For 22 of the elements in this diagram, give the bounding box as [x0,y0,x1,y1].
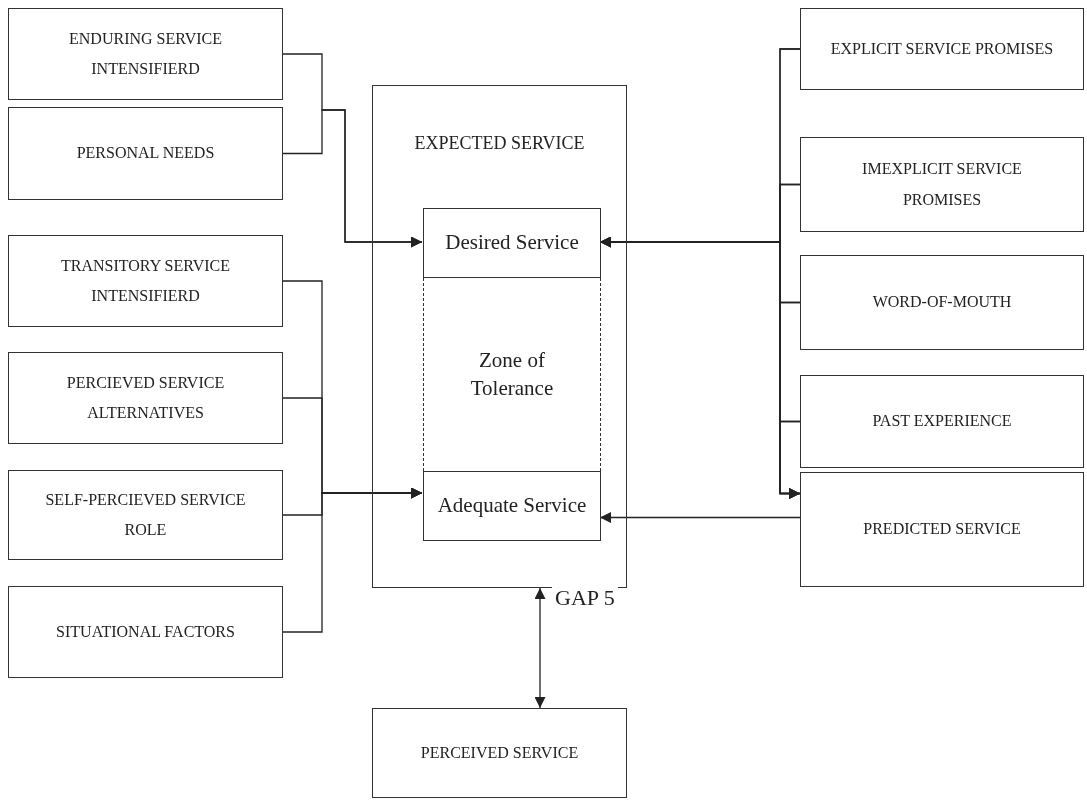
factor-box: SELF-PERCIEVED SERVICE ROLE [8,470,283,560]
source-box: EXPLICIT SERVICE PROMISES [800,8,1084,90]
arrow [779,420,801,499]
service-box: Adequate Service [423,471,601,541]
factor-box: TRANSITORY SERVICE INTENSIFIERD [8,235,283,327]
panel-title: EXPECTED SERVICE [413,132,586,155]
arrow [534,587,546,709]
source-box: PAST EXPERIENCE [800,375,1084,468]
service-box: Desired Service [423,208,601,278]
factor-box: ENDURING SERVICE INTENSIFIERD [8,8,283,100]
factor-box: SITUATIONAL FACTORS [8,586,283,678]
factor-box: PERCIEVED SERVICE ALTERNATIVES [8,352,283,444]
service-box: PERCEIVED SERVICE [372,708,627,798]
source-box: WORD-OF-MOUTH [800,255,1084,350]
tolerance-zone: Zone of Tolerance [423,278,601,471]
expected-service-panel [372,85,627,588]
service-box: PREDICTED SERVICE [800,472,1084,587]
arrow [599,512,801,523]
arrow [282,109,423,248]
factor-box: PERSONAL NEEDS [8,107,283,200]
source-box: IMEXPLICIT SERVICE PROMISES [800,137,1084,232]
arrow [282,487,423,633]
